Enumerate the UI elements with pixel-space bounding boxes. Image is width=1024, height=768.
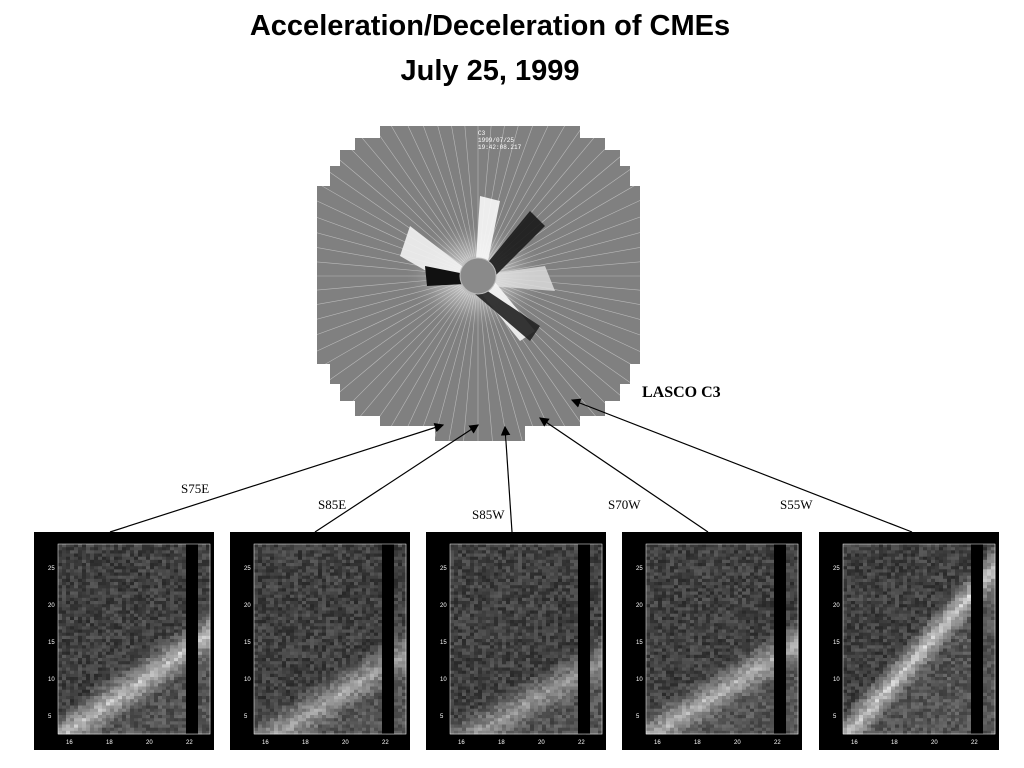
y-tick-label: 5 [440, 714, 444, 720]
overlay-instrument: C3 [478, 130, 486, 137]
slide-title: Acceleration/Deceleration of CMEs [249, 10, 731, 42]
x-tick-label: 16 [851, 740, 858, 746]
arrow-s70w [539, 417, 709, 533]
x-tick-label: 20 [538, 740, 545, 746]
height-time-panel-s85e: 25 20 15 10 5 16 18 20 22 [230, 532, 410, 750]
direction-label-s85w: S85W [472, 507, 505, 522]
direction-label-s70w: S70W [608, 497, 641, 512]
data-gap-bar [774, 544, 786, 734]
ray-streak [486, 293, 580, 441]
y-tick-label: 15 [48, 640, 55, 646]
y-tick-label: 15 [244, 640, 251, 646]
ray-streak [484, 294, 561, 441]
y-tick-label: 5 [244, 714, 248, 720]
ray-streak [456, 126, 477, 257]
y-tick-label: 15 [636, 640, 643, 646]
y-tick-label: 25 [48, 566, 55, 572]
height-time-map [57, 543, 211, 735]
ray-streak [482, 295, 541, 441]
x-tick-label: 22 [382, 740, 389, 746]
x-tick-label: 20 [342, 740, 349, 746]
overlay-date: 1999/07/25 [478, 137, 514, 144]
height-time-map [253, 543, 407, 735]
ray-streak [415, 295, 474, 441]
x-tick-label: 20 [146, 740, 153, 746]
height-time-panel-s75e: 25 20 15 10 5 16 18 20 22 [34, 532, 214, 750]
y-tick-label: 10 [244, 677, 251, 683]
y-tick-label: 10 [833, 677, 840, 683]
x-tick-label: 18 [302, 740, 309, 746]
data-gap-bar [382, 544, 394, 734]
ray-streak [456, 295, 477, 441]
lasco-c3-coronagraph-image: C3 1999/07/25 19:42:08.217 [317, 126, 640, 441]
x-tick-label: 18 [498, 740, 505, 746]
x-tick-label: 22 [186, 740, 193, 746]
y-tick-label: 25 [244, 566, 251, 572]
y-tick-label: 25 [440, 566, 447, 572]
ray-streak [479, 295, 500, 441]
x-tick-label: 16 [262, 740, 269, 746]
direction-label-s55w: S55W [780, 497, 813, 512]
x-tick-label: 22 [774, 740, 781, 746]
data-gap-bar [971, 544, 983, 734]
x-tick-label: 22 [971, 740, 978, 746]
x-tick-label: 16 [458, 740, 465, 746]
overlay-time: 19:42:08.217 [478, 144, 522, 151]
lasco-c3-label: LASCO C3 [642, 384, 721, 401]
ray-streak [481, 295, 520, 441]
ray-streak [484, 126, 561, 258]
x-tick-label: 20 [931, 740, 938, 746]
y-tick-label: 10 [636, 677, 643, 683]
height-time-panel-s70w: 25 20 15 10 5 16 18 20 22 [622, 532, 802, 750]
direction-label-s85e: S85E [318, 497, 347, 512]
x-tick-label: 18 [106, 740, 113, 746]
direction-label-s75e: S75E [181, 481, 210, 496]
ray-streak [415, 126, 474, 257]
y-tick-label: 20 [440, 603, 447, 609]
x-tick-label: 22 [578, 740, 585, 746]
x-tick-label: 16 [654, 740, 661, 746]
ray-streak [436, 295, 475, 441]
data-gap-bar [578, 544, 590, 734]
y-tick-label: 25 [833, 566, 840, 572]
arrow-s55w [570, 398, 913, 533]
height-time-map [842, 543, 996, 735]
y-tick-label: 20 [636, 603, 643, 609]
arrow-s75e [109, 422, 445, 533]
y-tick-label: 15 [440, 640, 447, 646]
arrow-s85w [500, 425, 513, 533]
height-time-map [645, 543, 799, 735]
y-tick-label: 15 [833, 640, 840, 646]
ray-streak [486, 126, 580, 259]
y-tick-label: 5 [833, 714, 837, 720]
x-tick-label: 16 [66, 740, 73, 746]
y-tick-label: 20 [833, 603, 840, 609]
y-tick-label: 20 [48, 603, 55, 609]
y-tick-label: 10 [48, 677, 55, 683]
x-tick-label: 18 [694, 740, 701, 746]
arrow-s85e [314, 424, 480, 533]
height-time-panel-s55w: 25 20 15 10 5 16 18 20 22 [819, 532, 999, 750]
x-tick-label: 20 [734, 740, 741, 746]
slide-subtitle-date: July 25, 1999 [400, 55, 580, 87]
y-tick-label: 20 [244, 603, 251, 609]
y-tick-label: 5 [48, 714, 52, 720]
y-tick-label: 10 [440, 677, 447, 683]
ray-streak [436, 126, 475, 257]
y-tick-label: 5 [636, 714, 640, 720]
data-gap-bar [186, 544, 198, 734]
height-time-panel-s85w: 25 20 15 10 5 16 18 20 22 [426, 532, 606, 750]
y-tick-label: 25 [636, 566, 643, 572]
height-time-map [449, 543, 603, 735]
x-tick-label: 18 [891, 740, 898, 746]
